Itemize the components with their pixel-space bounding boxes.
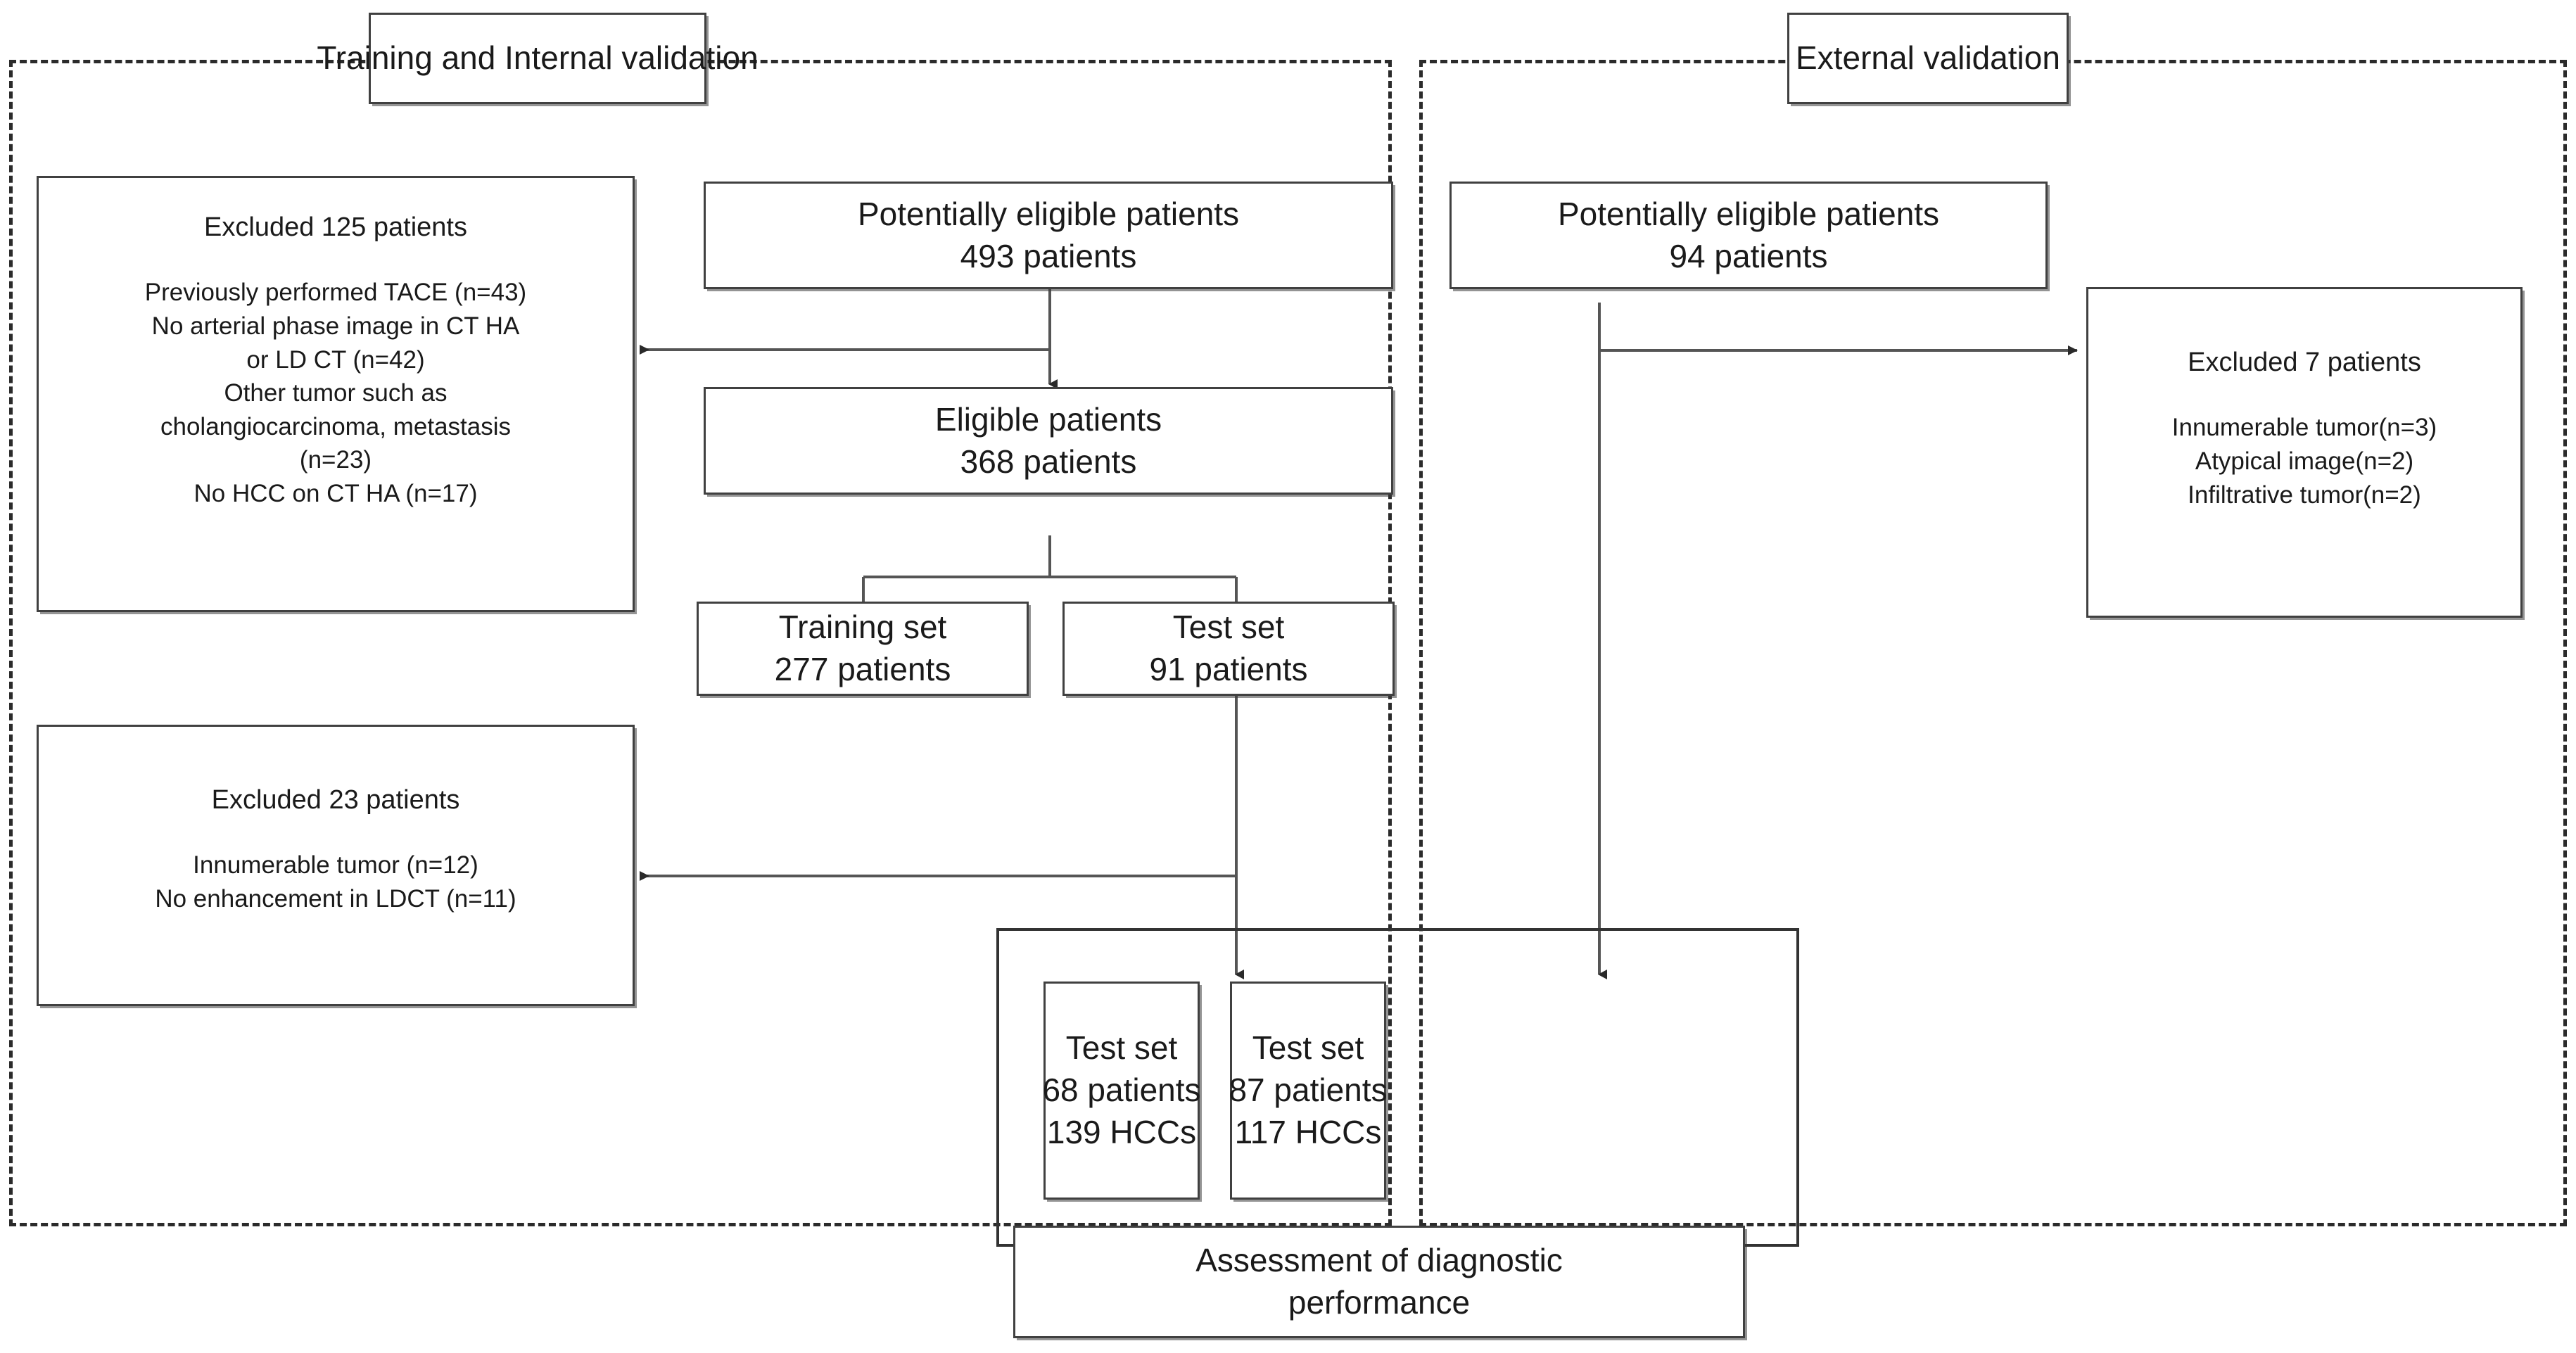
exclusion-reason: No enhancement in LDCT (n=11): [155, 884, 516, 913]
exclusion-reason: No arterial phase image in CT HA: [151, 312, 520, 340]
node-line-3: 139 HCCs: [1046, 1113, 1197, 1150]
panel-title-box-training-internal-validation: Training and Internal validation: [317, 13, 759, 104]
node-line-1: Training set: [778, 609, 947, 646]
exclusion-reason: (n=23): [299, 446, 372, 474]
exclusion-heading: Excluded 7 patients: [2188, 348, 2421, 377]
node-final-test-set-external: Test set 87 patients 117 HCCs: [1229, 982, 1388, 1200]
panel-title-label-left: Training and Internal validation: [317, 39, 759, 77]
node-training-set: Training set 277 patients: [697, 602, 1029, 696]
node-line-1: Eligible patients: [934, 400, 1162, 438]
node-line-2: 87 patients: [1229, 1072, 1388, 1109]
exclusion-reason: Innumerable tumor (n=12): [193, 851, 478, 879]
exclusion-reason: or LD CT (n=42): [246, 345, 425, 374]
node-line-1: Test set: [1065, 1029, 1178, 1067]
node-line-2: performance: [1288, 1284, 1471, 1321]
node-excluded-23-patients: Excluded 23 patients Innumerable tumor (…: [37, 725, 635, 1006]
node-line-1: Potentially eligible patients: [857, 195, 1240, 232]
node-excluded-125-patients: Excluded 125 patients Previously perform…: [37, 176, 635, 612]
node-final-test-set-internal: Test set 68 patients 139 HCCs: [1042, 982, 1201, 1200]
node-assessment-of-diagnostic-performance: Assessment of diagnostic performance: [1013, 1226, 1745, 1338]
node-line-1: Assessment of diagnostic: [1195, 1242, 1563, 1279]
node-test-set-internal: Test set 91 patients: [1062, 602, 1395, 696]
node-line-3: 117 HCCs: [1234, 1113, 1382, 1150]
node-potentially-eligible-patients-external: Potentially eligible patients 94 patient…: [1449, 182, 2048, 289]
exclusion-reason: Atypical image(n=2): [2195, 447, 2414, 475]
exclusion-reason: Other tumor such as: [224, 379, 448, 407]
panel-title-label-right: External validation: [1796, 39, 2060, 77]
exclusion-reason: Infiltrative tumor(n=2): [2188, 481, 2421, 509]
node-line-2: 91 patients: [1149, 651, 1308, 687]
node-excluded-7-patients: Excluded 7 patients Innumerable tumor(n=…: [2086, 287, 2523, 618]
node-line-1: Potentially eligible patients: [1557, 195, 1940, 232]
node-line-2: 493 patients: [960, 237, 1137, 274]
node-line-2: 94 patients: [1669, 237, 1828, 274]
exclusion-reason: Innumerable tumor(n=3): [2171, 414, 2437, 442]
node-eligible-patients: Eligible patients 368 patients: [704, 387, 1393, 495]
node-line-2: 68 patients: [1042, 1072, 1201, 1109]
exclusion-reason-list: Innumerable tumor(n=3) Atypical image(n=…: [2172, 411, 2437, 512]
node-line-2: 277 patients: [774, 651, 951, 687]
exclusion-heading: Excluded 125 patients: [204, 212, 467, 242]
exclusion-reason: cholangiocarcinoma, metastasis: [160, 412, 511, 440]
exclusion-reason: Previously performed TACE (n=43): [144, 279, 527, 307]
exclusion-reason-list: Previously performed TACE (n=43) No arte…: [145, 276, 526, 510]
node-potentially-eligible-patients-internal: Potentially eligible patients 493 patien…: [704, 182, 1393, 289]
node-line-2: 368 patients: [960, 443, 1137, 480]
panel-title-box-external-validation: External validation: [1787, 13, 2069, 104]
node-line-1: Test set: [1252, 1029, 1364, 1067]
exclusion-heading: Excluded 23 patients: [211, 785, 460, 815]
exclusion-reason-list: Innumerable tumor (n=12) No enhancement …: [155, 849, 516, 915]
node-line-1: Test set: [1172, 609, 1285, 646]
exclusion-reason: No HCC on CT HA (n=17): [193, 479, 478, 507]
